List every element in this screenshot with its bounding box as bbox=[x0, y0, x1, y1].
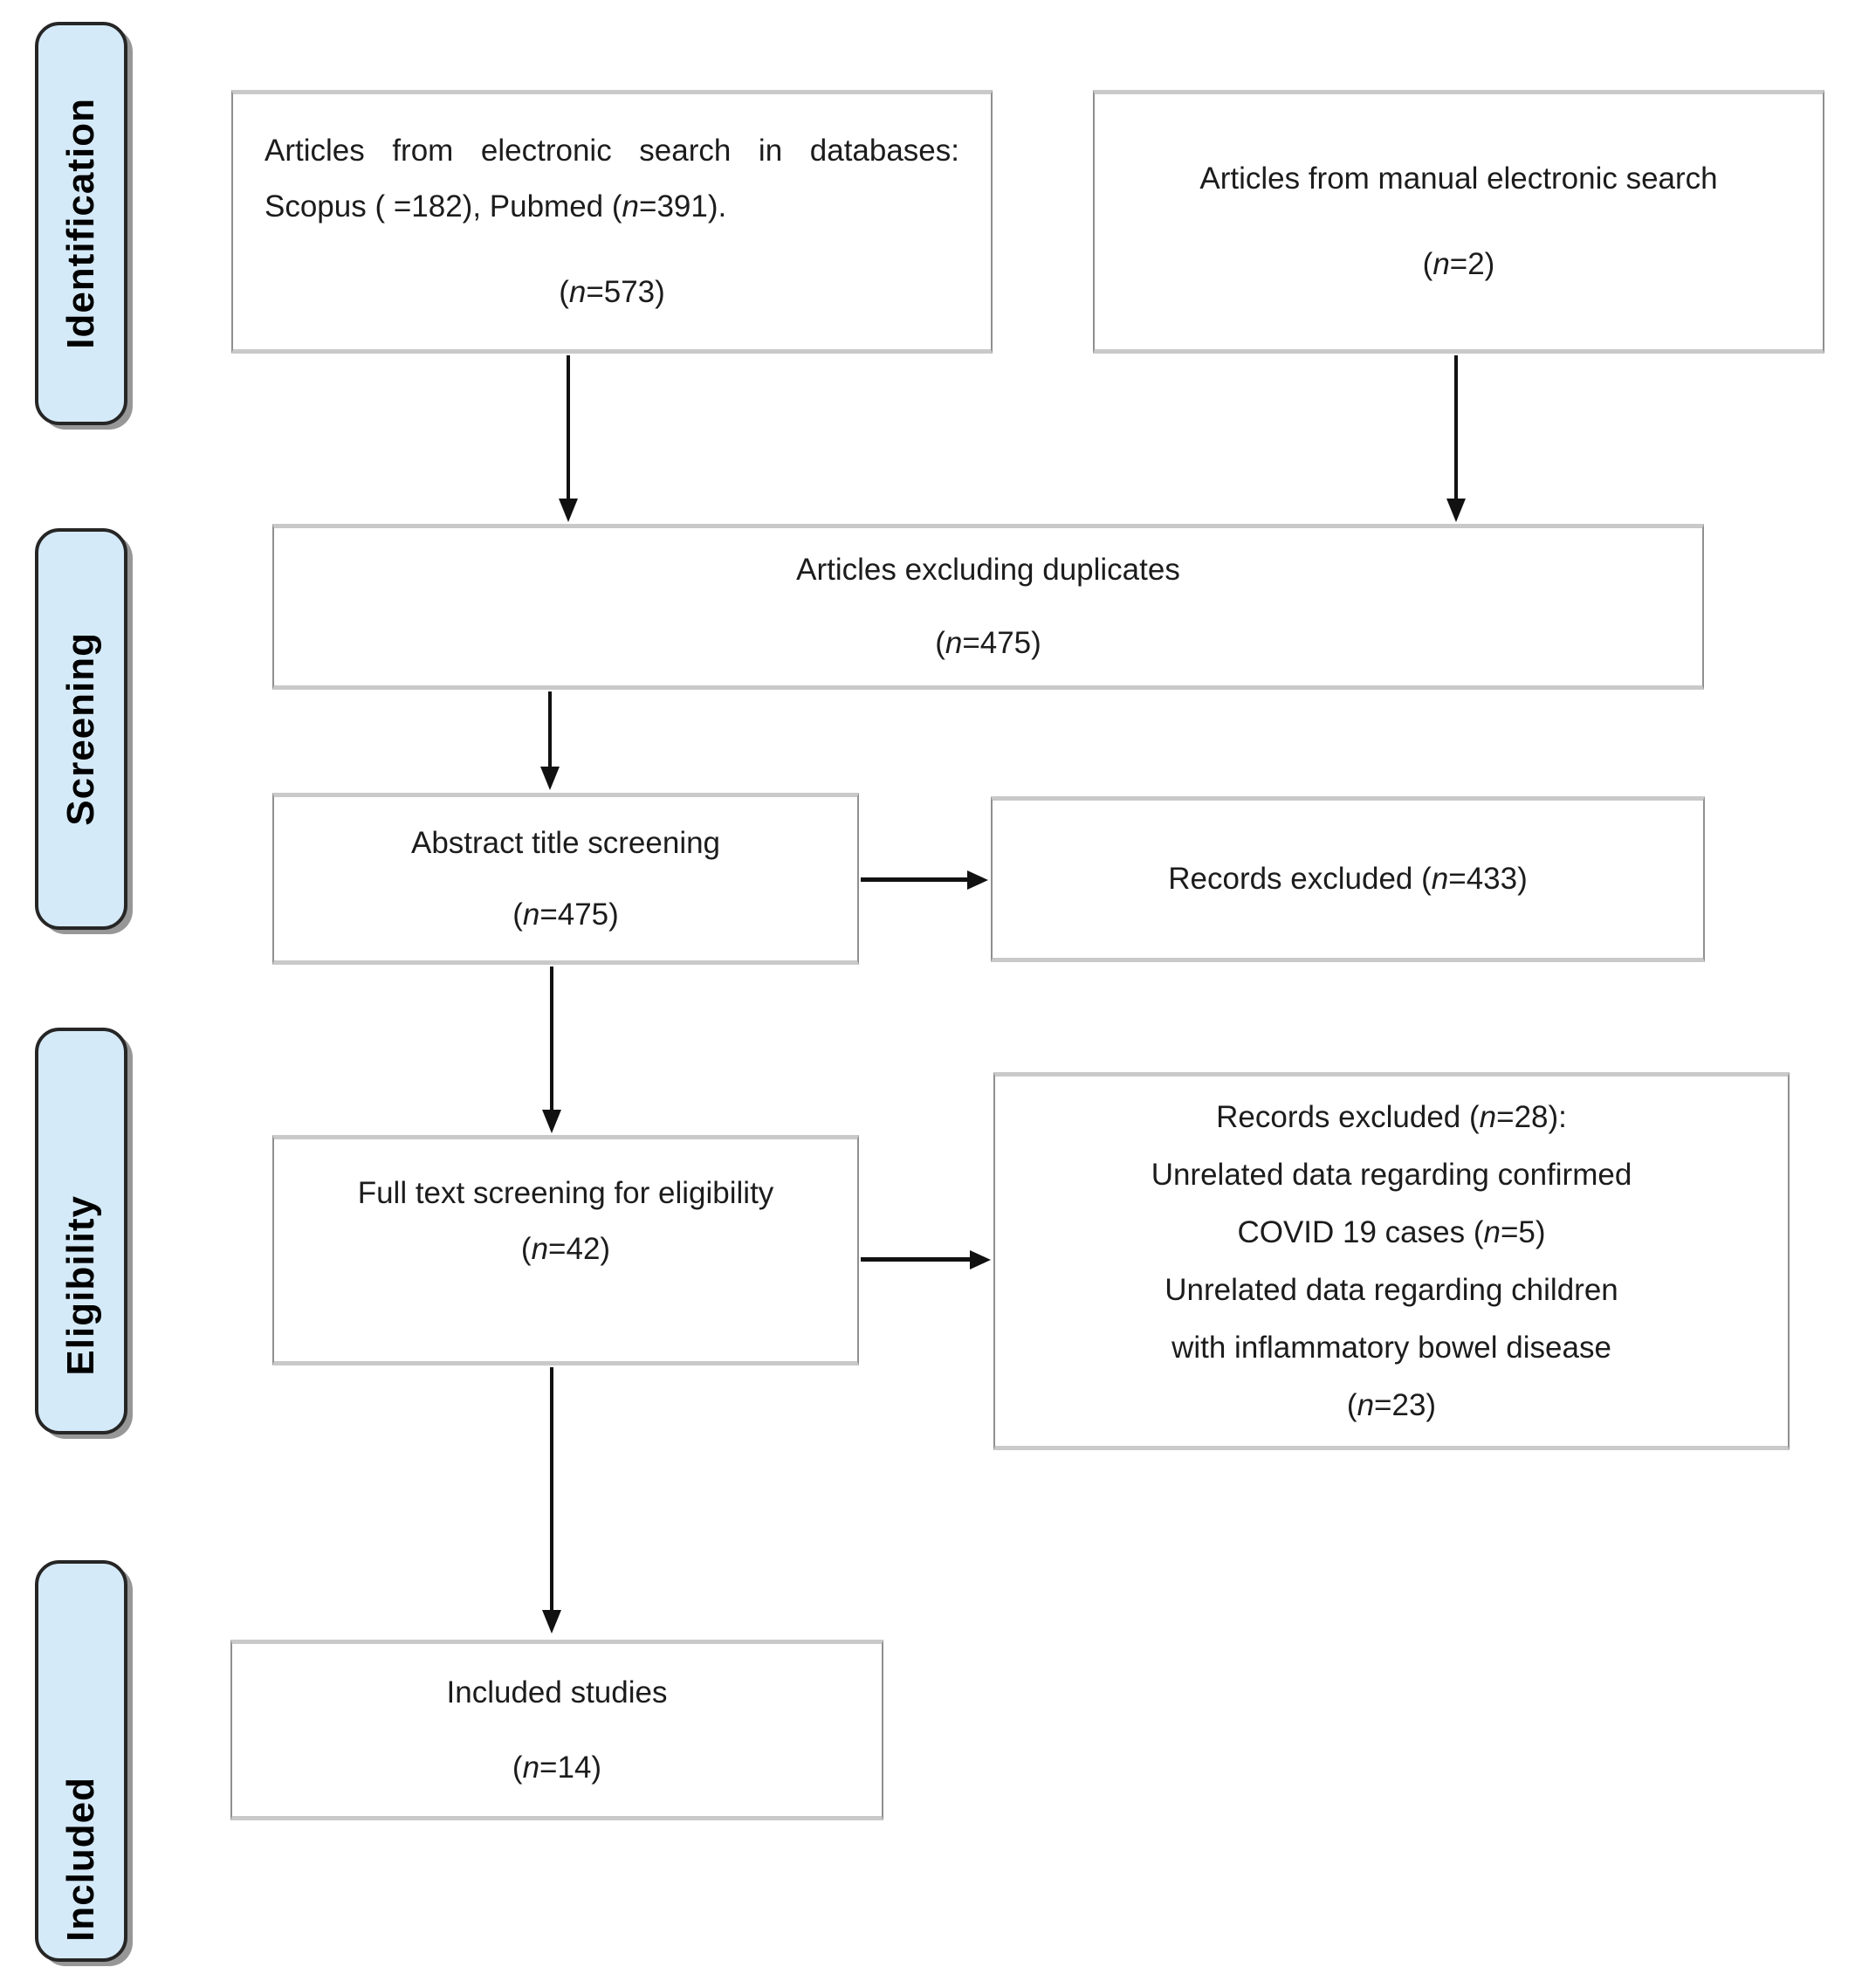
n-variable: n bbox=[1432, 247, 1450, 281]
stage-label-text: Screening bbox=[59, 632, 102, 826]
text-segment: COVID 19 cases ( bbox=[1237, 1214, 1484, 1249]
blank-line bbox=[264, 1721, 850, 1740]
n-variable: n bbox=[522, 897, 540, 932]
text-segment: Records excluded ( bbox=[1216, 1099, 1480, 1134]
blank-line bbox=[306, 598, 1671, 616]
text-line: Full text screening for eligibility bbox=[306, 1166, 826, 1221]
text-line: Articles excluding duplicates bbox=[306, 542, 1671, 598]
text-segment: Scopus ( =182), Pubmed ( bbox=[265, 189, 622, 224]
box-full-text-screening: Full text screening for eligibility (n=42… bbox=[272, 1135, 859, 1365]
text-segment: Unrelated data regarding children bbox=[1165, 1272, 1618, 1307]
blank-line bbox=[306, 871, 826, 887]
stage-label-text: Included bbox=[59, 1776, 102, 1942]
text-segment: ( bbox=[520, 1232, 532, 1266]
n-variable: n bbox=[1483, 1214, 1501, 1249]
stage-label-text: Eligibility bbox=[59, 1194, 102, 1376]
text-line: (n=42) bbox=[306, 1221, 826, 1277]
text-segment: ( bbox=[512, 897, 523, 932]
n-variable: n bbox=[1431, 862, 1449, 896]
text-line: Abstract title screening bbox=[306, 815, 826, 871]
text-line: with inflammatory bowel disease bbox=[1027, 1319, 1756, 1377]
blank-line bbox=[1126, 207, 1791, 237]
arrowhead-down-icon bbox=[542, 1110, 561, 1133]
text-segment: Records excluded ( bbox=[1168, 862, 1432, 896]
n-variable: n bbox=[531, 1232, 549, 1266]
text-line: Articles from electronic search in datab… bbox=[265, 123, 959, 179]
text-segment: ( bbox=[1422, 247, 1433, 281]
text-line: COVID 19 cases (n=5) bbox=[1027, 1204, 1756, 1262]
text-segment: =475) bbox=[539, 897, 619, 932]
text-segment: Abstract title screening bbox=[410, 825, 721, 860]
text-segment: with inflammatory bowel disease bbox=[1171, 1330, 1611, 1365]
stage-label-eligibility: Eligibility bbox=[35, 1028, 127, 1434]
arrow-abstract-to-fulltext bbox=[542, 966, 561, 1133]
arrow-duplicates-to-abstract bbox=[540, 691, 560, 790]
stage-label-included: Included bbox=[35, 1560, 127, 1962]
text-segment: Full text screening for eligibility bbox=[357, 1176, 774, 1210]
text-segment: ( bbox=[1346, 1387, 1357, 1422]
text-line: Unrelated data regarding confirmed bbox=[1027, 1146, 1756, 1204]
text-segment: Articles excluding duplicates bbox=[796, 553, 1180, 587]
stage-label-screening: Screening bbox=[35, 528, 127, 930]
text-segment: ( bbox=[935, 626, 945, 660]
arrow-fulltext-to-records-excluded bbox=[861, 1249, 991, 1269]
text-segment: =475) bbox=[962, 626, 1041, 660]
text-line: (n=23) bbox=[1027, 1377, 1756, 1434]
box-electronic-search: Articles from electronic search in datab… bbox=[231, 90, 993, 354]
text-segment: Included studies bbox=[446, 1675, 668, 1709]
n-variable: n bbox=[1357, 1387, 1375, 1422]
text-line: Scopus ( =182), Pubmed (n=391). bbox=[265, 179, 959, 235]
arrowhead-down-icon bbox=[1446, 499, 1466, 522]
text-segment: ( bbox=[559, 275, 569, 309]
arrow-fulltext-to-included bbox=[542, 1367, 561, 1634]
text-segment: =433) bbox=[1448, 862, 1528, 896]
n-variable: n bbox=[945, 626, 963, 660]
text-segment: ( bbox=[512, 1750, 523, 1785]
box-records-excluded-screening: Records excluded (n=433) bbox=[991, 796, 1705, 962]
text-segment: =2) bbox=[1449, 247, 1495, 281]
n-variable: n bbox=[1479, 1099, 1497, 1134]
text-line: Articles from manual electronic search bbox=[1126, 151, 1791, 207]
arrow-manual-to-duplicates bbox=[1446, 355, 1466, 522]
text-segment: =23) bbox=[1374, 1387, 1437, 1422]
text-line: (n=2) bbox=[1126, 237, 1791, 292]
text-line: Records excluded (n=433) bbox=[1024, 851, 1672, 907]
text-line: (n=475) bbox=[306, 616, 1671, 671]
box-abstract-title-screening: Abstract title screening (n=475) bbox=[272, 793, 859, 965]
n-variable: n bbox=[522, 1750, 540, 1785]
arrowhead-down-icon bbox=[542, 1610, 561, 1634]
text-segment: =42) bbox=[548, 1232, 611, 1266]
blank-line bbox=[265, 235, 959, 265]
text-segment: =14) bbox=[539, 1750, 602, 1785]
text-segment: Articles from manual electronic search bbox=[1199, 162, 1718, 196]
stage-label-text: Identification bbox=[59, 98, 102, 349]
box-manual-search: Articles from manual electronic search (n… bbox=[1093, 90, 1824, 354]
text-segment: =5) bbox=[1500, 1214, 1546, 1249]
arrowhead-right-icon bbox=[967, 870, 988, 890]
text-segment: Unrelated data regarding confirmed bbox=[1151, 1157, 1632, 1192]
text-line: (n=573) bbox=[265, 265, 959, 320]
stage-label-identification: Identification bbox=[35, 22, 127, 425]
arrowhead-down-icon bbox=[540, 767, 560, 790]
arrowhead-right-icon bbox=[970, 1249, 991, 1269]
arrow-electronic-to-duplicates bbox=[559, 355, 578, 522]
n-variable: n bbox=[568, 275, 587, 309]
text-segment: =28): bbox=[1496, 1099, 1567, 1134]
text-segment: =573) bbox=[586, 275, 665, 309]
box-records-excluded-eligibility: Records excluded (n=28):Unrelated data r… bbox=[993, 1072, 1790, 1450]
text-segment: =391). bbox=[639, 189, 727, 224]
box-excluding-duplicates: Articles excluding duplicates (n=475) bbox=[272, 524, 1704, 690]
box-included-studies: Included studies (n=14) bbox=[230, 1640, 883, 1820]
text-line: (n=475) bbox=[306, 887, 826, 943]
text-line: (n=14) bbox=[264, 1740, 850, 1796]
n-variable: n bbox=[622, 189, 639, 224]
text-line: Unrelated data regarding children bbox=[1027, 1262, 1756, 1319]
text-line: Records excluded (n=28): bbox=[1027, 1089, 1756, 1146]
arrow-abstract-to-records-excluded bbox=[861, 870, 988, 890]
text-segment: Articles from electronic search in datab… bbox=[265, 134, 959, 168]
arrowhead-down-icon bbox=[559, 499, 578, 522]
text-line: Included studies bbox=[264, 1665, 850, 1721]
